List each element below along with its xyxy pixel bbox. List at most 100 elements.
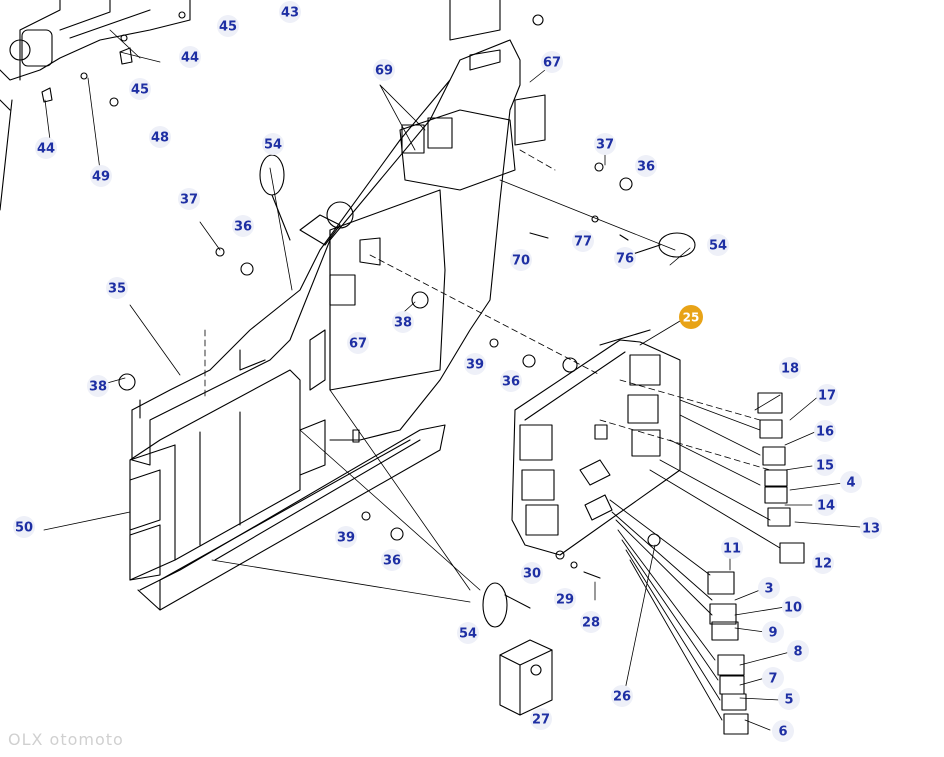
- callout-8: 8: [787, 640, 809, 662]
- callout-label: 36: [637, 160, 655, 175]
- callout-label: 43: [281, 6, 299, 21]
- callout-label: 54: [264, 138, 282, 153]
- callout-bubble: [816, 384, 838, 406]
- callout-bubble: [335, 526, 357, 548]
- callout-17: 17: [816, 384, 838, 406]
- callout-bubble: [762, 667, 784, 689]
- callout-11: 11: [721, 537, 743, 559]
- callout-bubble: [554, 588, 576, 610]
- callout-label: 36: [234, 220, 252, 235]
- callout-28: 28: [580, 611, 602, 633]
- callout-15: 15: [814, 454, 836, 476]
- callout-bubble: [149, 126, 171, 148]
- callout-49: 49: [90, 165, 112, 187]
- callout-bubble: [521, 562, 543, 584]
- callout-bubble: [860, 517, 882, 539]
- callout-25: 25: [679, 305, 703, 329]
- callout-label: 67: [349, 337, 367, 352]
- callout-14: 14: [815, 494, 837, 516]
- callout-label: 11: [723, 542, 741, 557]
- callout-bubble: [500, 370, 522, 392]
- callout-label: 36: [383, 554, 401, 569]
- callout-18: 18: [779, 357, 801, 379]
- callout-bubble: [35, 137, 57, 159]
- callout-label: 67: [543, 56, 561, 71]
- callout-54c: 54: [457, 622, 479, 644]
- callout-44b: 44: [35, 137, 57, 159]
- callout-bubble: [594, 133, 616, 155]
- callout-label: 54: [709, 239, 727, 254]
- callout-9: 9: [762, 621, 784, 643]
- callout-label: 18: [781, 362, 799, 377]
- callout-bubble: [232, 215, 254, 237]
- callout-13: 13: [860, 517, 882, 539]
- callout-label: 39: [466, 358, 484, 373]
- callout-label: 35: [108, 282, 126, 297]
- callout-12: 12: [812, 552, 834, 574]
- callout-bubble: [815, 494, 837, 516]
- callout-48: 48: [149, 126, 171, 148]
- callout-bubble: [778, 688, 800, 710]
- callout-76: 76: [614, 247, 636, 269]
- callout-67b: 67: [347, 332, 369, 354]
- callout-label: 14: [817, 499, 835, 514]
- callout-45b: 45: [129, 78, 151, 100]
- callout-label: 37: [596, 138, 614, 153]
- callout-label: 54: [459, 627, 477, 642]
- callout-label: 28: [582, 616, 600, 631]
- callout-29: 29: [554, 588, 576, 610]
- callout-bubble: [106, 277, 128, 299]
- callout-bubble: [392, 311, 414, 333]
- callout-label: 45: [219, 20, 237, 35]
- callout-67a: 67: [541, 51, 563, 73]
- callout-label: 17: [818, 389, 836, 404]
- callout-4: 4: [840, 471, 862, 493]
- callout-7: 7: [762, 667, 784, 689]
- callout-26: 26: [611, 685, 633, 707]
- callout-bubble: [840, 471, 862, 493]
- callout-bubble: [381, 549, 403, 571]
- callout-bubble: [614, 247, 636, 269]
- callout-bubble: [814, 420, 836, 442]
- callout-37a: 37: [178, 188, 200, 210]
- callout-bubble: [129, 78, 151, 100]
- callout-bubble: [179, 46, 201, 68]
- callout-bubble: [758, 577, 780, 599]
- callout-bubble: [787, 640, 809, 662]
- callout-bubble: [457, 622, 479, 644]
- callout-label: 9: [768, 626, 777, 641]
- callout-36b: 36: [635, 155, 657, 177]
- callout-bubble: [572, 230, 594, 252]
- callout-label: 4: [846, 476, 855, 491]
- callout-label: 76: [616, 252, 634, 267]
- callout-3: 3: [758, 577, 780, 599]
- callout-label: 3: [764, 582, 773, 597]
- callout-label: 48: [151, 131, 169, 146]
- callout-16: 16: [814, 420, 836, 442]
- callout-label: 6: [778, 725, 787, 740]
- callout-bubble: [217, 15, 239, 37]
- callout-bubble: [580, 611, 602, 633]
- callout-54a: 54: [262, 133, 284, 155]
- callout-70: 70: [510, 249, 532, 271]
- callout-label: 38: [394, 316, 412, 331]
- callout-39b: 39: [335, 526, 357, 548]
- callout-39a: 39: [464, 353, 486, 375]
- callout-77: 77: [572, 230, 594, 252]
- callout-label: 44: [37, 142, 55, 157]
- callout-6: 6: [772, 720, 794, 742]
- callout-label: 38: [89, 380, 107, 395]
- callout-bubble: [762, 621, 784, 643]
- callout-label: 16: [816, 425, 834, 440]
- callout-label: 12: [814, 557, 832, 572]
- callout-bubble: [279, 1, 301, 23]
- callout-bubble: [814, 454, 836, 476]
- callout-label: 5: [784, 693, 793, 708]
- callout-30: 30: [521, 562, 543, 584]
- callout-bubble: [373, 59, 395, 81]
- callout-bubble: [707, 234, 729, 256]
- callout-bubble: [611, 685, 633, 707]
- callout-label: 77: [574, 235, 592, 250]
- callout-bubble: [510, 249, 532, 271]
- callout-bubble: [90, 165, 112, 187]
